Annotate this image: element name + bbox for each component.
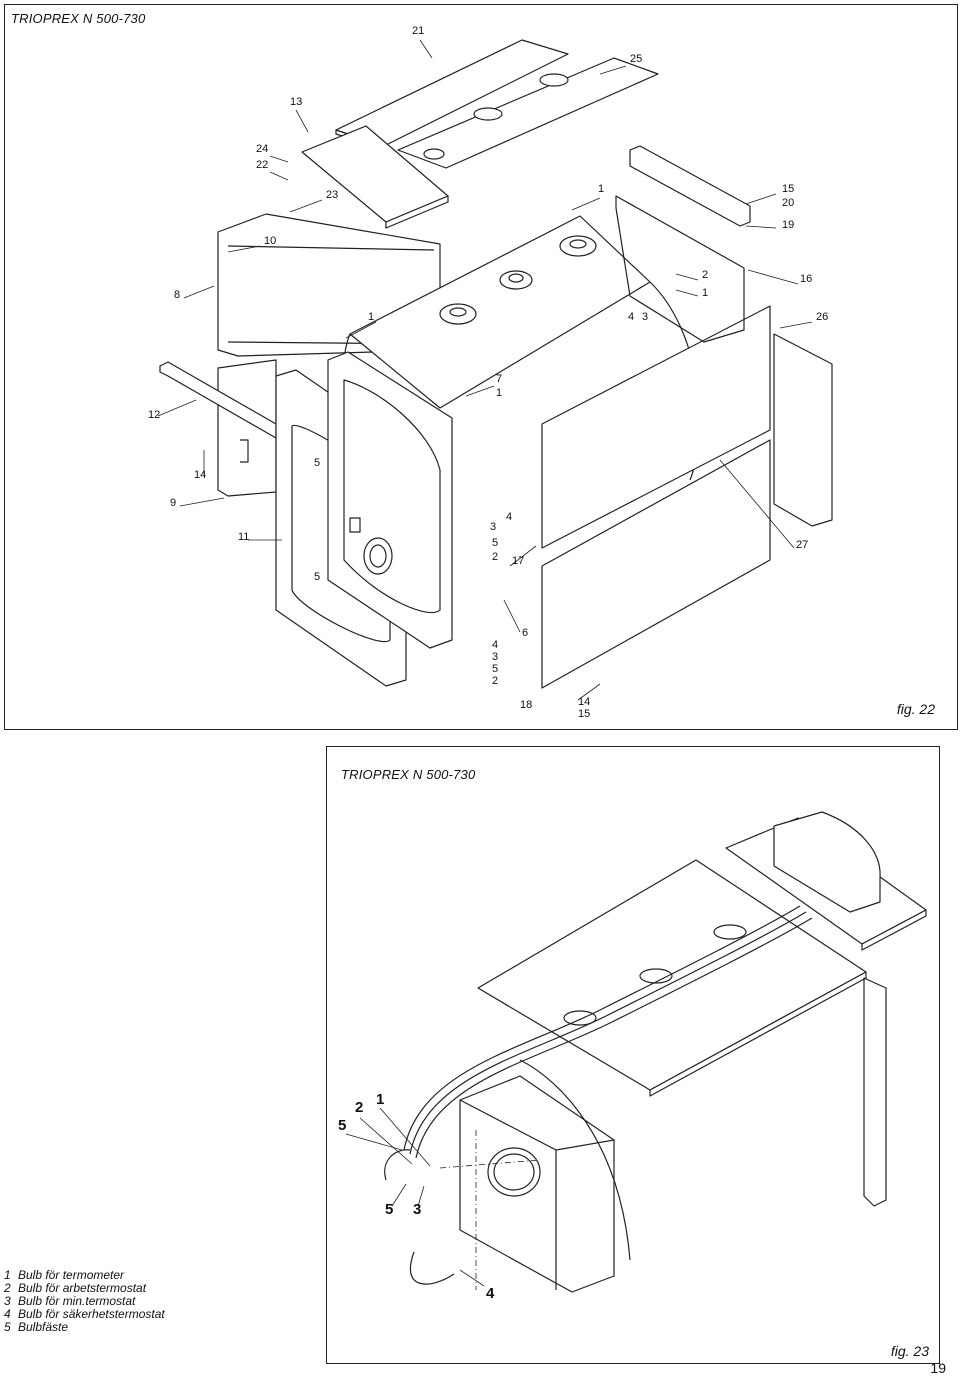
panel-27-upper bbox=[541, 305, 771, 549]
part-callout: 5 bbox=[492, 537, 498, 549]
part-callout: 16 bbox=[800, 273, 812, 285]
part-callout: 24 bbox=[256, 143, 268, 155]
part-callout: 20 bbox=[782, 197, 794, 209]
part-callout: 18 bbox=[520, 699, 532, 711]
part-callout: 4 bbox=[486, 1285, 495, 1302]
part-callout: 12 bbox=[148, 409, 160, 421]
part-callout: 5 bbox=[385, 1201, 393, 1218]
part-callout: 3 bbox=[490, 521, 496, 533]
part-callout: 4 bbox=[492, 639, 498, 651]
part-callout: 5 bbox=[338, 1117, 346, 1134]
part-callout: 5 bbox=[314, 457, 320, 469]
part-callout: 1 bbox=[496, 387, 502, 399]
part-callout: 10 bbox=[264, 235, 276, 247]
part-callout: 3 bbox=[642, 311, 648, 323]
part-callout: 1 bbox=[702, 287, 708, 299]
panel-25 bbox=[397, 57, 659, 169]
part-callout: 21 bbox=[412, 25, 424, 37]
figure-22-label: fig. 22 bbox=[896, 701, 935, 717]
part-callout: 15 bbox=[782, 183, 794, 195]
part-callout: 6 bbox=[522, 627, 528, 639]
part-callout: 14 bbox=[194, 469, 206, 481]
part-callout: 9 bbox=[170, 497, 176, 509]
part-callout: 3 bbox=[413, 1201, 421, 1218]
part-callout: 14 bbox=[578, 696, 590, 708]
part-callout: 2 bbox=[492, 675, 498, 687]
part-callout: 1 bbox=[368, 311, 374, 323]
part-callout: 17 bbox=[512, 555, 524, 567]
part-callout: 19 bbox=[782, 219, 794, 231]
part-callout: 3 bbox=[492, 651, 498, 663]
part-callout: 5 bbox=[492, 663, 498, 675]
part-callout: 2 bbox=[492, 551, 498, 563]
part-callout: 2 bbox=[702, 269, 708, 281]
part-callout: 4 bbox=[628, 311, 634, 323]
part-callout: 26 bbox=[816, 311, 828, 323]
part-callout: 8 bbox=[174, 289, 180, 301]
part-callout: 13 bbox=[290, 96, 302, 108]
figure-23-header: TRIOPREX N 500-730 bbox=[341, 767, 476, 782]
part-callout: 25 bbox=[630, 53, 642, 65]
page-number: 19 bbox=[930, 1360, 946, 1376]
figure-22-header: TRIOPREX N 500-730 bbox=[11, 11, 146, 26]
part-callout: 5 bbox=[314, 571, 320, 583]
part-callout: 1 bbox=[376, 1091, 384, 1108]
part-callout: 27 bbox=[796, 539, 808, 551]
panel-18-lower bbox=[541, 439, 771, 689]
part-callout: 4 bbox=[506, 511, 512, 523]
part-callout: 7 bbox=[496, 373, 502, 385]
part-callout: 23 bbox=[326, 189, 338, 201]
figure-23-label: fig. 23 bbox=[890, 1343, 929, 1359]
control-box bbox=[773, 811, 881, 913]
part-callout: 22 bbox=[256, 159, 268, 171]
part-callout: 1 bbox=[598, 183, 604, 195]
part-callout: 2 bbox=[355, 1099, 363, 1116]
part-callout: 15 bbox=[578, 708, 590, 720]
part-callout: 11 bbox=[238, 531, 249, 543]
